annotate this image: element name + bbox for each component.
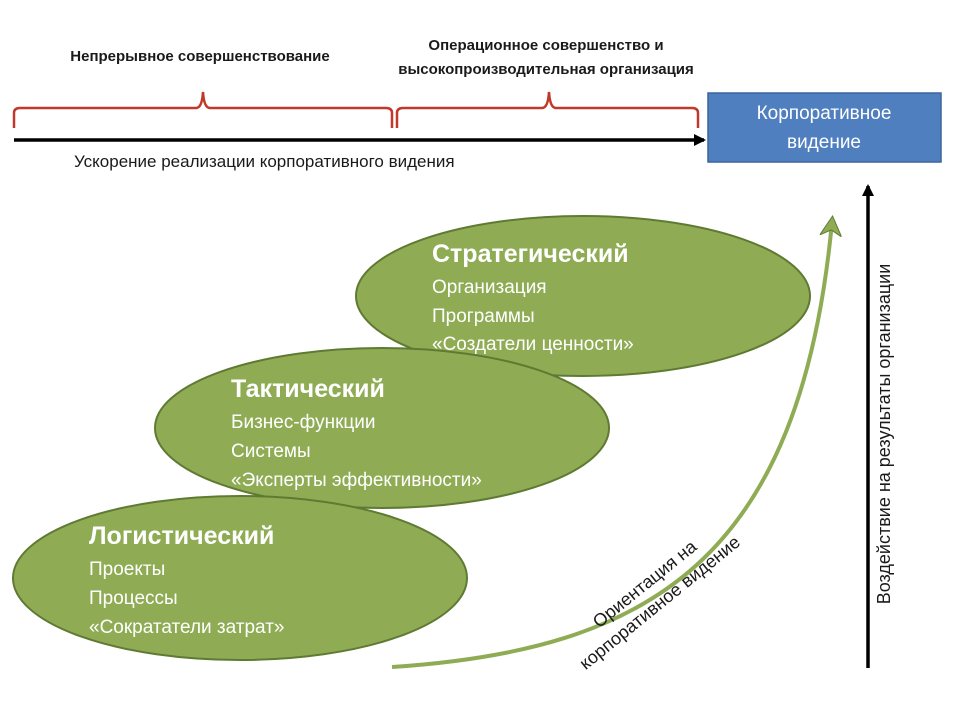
level-strategic-item: «Создатели ценности» (432, 334, 634, 355)
vision-box (707, 92, 942, 163)
level-tactical-item: Системы (231, 441, 311, 462)
timeline-caption: Ускорение реализации корпоративного виде… (74, 152, 455, 171)
level-strategic-title: Стратегический (432, 240, 629, 268)
level-strategic-ellipse (355, 215, 811, 377)
level-strategic-item: Программы (432, 306, 535, 327)
level-logistic-ellipse (12, 495, 468, 661)
brace-continuous-improvement (12, 91, 394, 128)
impact-axis-label: Воздействие на результаты организации (874, 264, 894, 605)
curve-label-group: Ориентация на корпоративное видение (576, 532, 744, 674)
level-logistic-item: «Сократатели затрат» (89, 617, 284, 638)
level-logistic-item: Процессы (89, 588, 178, 609)
vision-box-line2: видение (787, 132, 861, 153)
level-tactical-title: Тактический (231, 375, 385, 403)
vision-box-line1: Корпоративное (757, 103, 892, 124)
level-strategic-item: Организация (432, 277, 547, 298)
label-operational-excellence-line2: высокопроизводительная организация (398, 61, 694, 78)
level-tactical-item: «Эксперты эффективности» (231, 470, 482, 491)
brace-operational-excellence (395, 91, 700, 128)
level-logistic-title: Логистический (89, 522, 274, 550)
level-tactical-ellipse (154, 347, 610, 509)
label-continuous-improvement: Непрерывное совершенствование (70, 48, 329, 65)
curve-label-line2: корпоративное видение (576, 532, 744, 674)
label-operational-excellence-line1: Операционное совершенство и (428, 37, 663, 54)
level-logistic: Логистический Проекты Процессы «Сократат… (12, 495, 468, 661)
level-strategic: Стратегический Организация Программы «Со… (355, 215, 811, 377)
level-logistic-item: Проекты (89, 559, 165, 580)
level-tactical-item: Бизнес-функции (231, 412, 376, 433)
level-tactical: Тактический Бизнес-функции Системы «Эксп… (154, 347, 610, 509)
vision-orientation-curve (391, 222, 832, 669)
